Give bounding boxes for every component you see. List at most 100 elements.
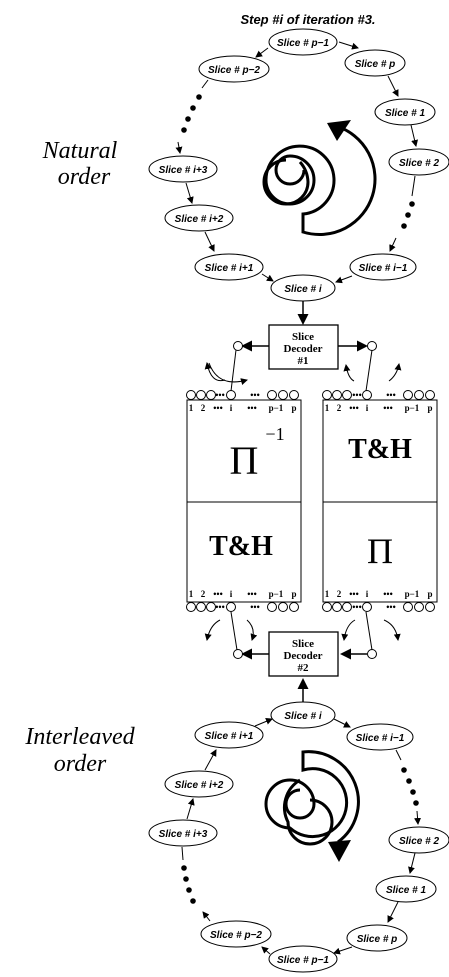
svg-text:i: i: [230, 589, 233, 599]
slice-label: Slice # i+2: [175, 780, 224, 791]
slice-node: [374, 98, 436, 126]
svg-text:p: p: [427, 589, 432, 599]
slice-node: [388, 148, 449, 176]
svg-text:•••: •••: [352, 602, 361, 612]
svg-text:p: p: [291, 403, 296, 413]
svg-text:•••: •••: [386, 602, 395, 612]
slice-node: [270, 701, 336, 729]
svg-text:2: 2: [337, 403, 342, 413]
slice-node: [346, 924, 408, 952]
slice-label: Slice # i: [284, 711, 321, 722]
svg-text:•••: •••: [215, 602, 224, 612]
svg-text:•••: •••: [213, 403, 222, 413]
interleaved-order-ring: Slice # i Slice # i−1 Slice # 2 Slice # …: [148, 701, 449, 973]
svg-text:1: 1: [325, 403, 330, 413]
right-permutation-block: ••• ••• ••• ••• 1 2 ••• i ••• p−1 p 1 2 …: [322, 390, 438, 612]
svg-text:p: p: [427, 403, 432, 413]
svg-text:1: 1: [189, 589, 194, 599]
svg-text:p−1: p−1: [269, 589, 284, 599]
slice-node: [164, 204, 234, 232]
slice-node: [388, 826, 449, 854]
natural-order-label-line1: Natural: [42, 138, 118, 164]
slice-label: Slice # p−2: [210, 930, 262, 941]
slice-node: [349, 253, 417, 281]
slice-label: Slice # 1: [386, 885, 426, 896]
svg-text:p−1: p−1: [269, 403, 284, 413]
natural-order-ring: Slice # p−1 Slice # p Slice # 1 Slice # …: [148, 28, 449, 302]
decoder-2-line1: Slice: [292, 638, 314, 650]
slice-node: [200, 920, 272, 948]
slice-label: Slice # p: [357, 934, 398, 945]
natural-order-label-line2: order: [58, 164, 111, 190]
slice-node: [344, 49, 406, 77]
slice-label: Slice # p−1: [277, 38, 329, 49]
slice-decoder-2: [268, 631, 339, 677]
slice-label: Slice # 2: [399, 836, 439, 847]
svg-text:•••: •••: [215, 390, 224, 400]
slice-node: [198, 55, 270, 83]
slice-label: Slice # i−1: [359, 263, 408, 274]
decoder-1-line3: #1: [298, 355, 309, 367]
svg-text:•••: •••: [349, 403, 358, 413]
slice-node: [148, 155, 218, 183]
slice-node: [268, 945, 338, 973]
slice-label: Slice # 2: [399, 158, 439, 169]
interleaved-order-label-line2: order: [54, 751, 107, 777]
svg-text:i: i: [230, 403, 233, 413]
left-th-label: T&H: [209, 531, 273, 562]
svg-text:p−1: p−1: [405, 403, 420, 413]
slice-node: [375, 875, 437, 903]
slice-node: [346, 723, 414, 751]
svg-text:•••: •••: [247, 403, 256, 413]
slice-label: Slice # p−1: [277, 955, 329, 966]
slice-node: [164, 770, 234, 798]
left-permutation-block: ••• ••• ••• ••• 1 2 ••• i ••• p−1 p 1 2 …: [186, 390, 302, 612]
svg-text:•••: •••: [352, 390, 361, 400]
svg-text:•••: •••: [383, 589, 392, 599]
inverse-permutation-symbol: Π: [230, 438, 259, 483]
slice-label: Slice # p: [355, 59, 396, 70]
slice-label: Slice # i+1: [205, 263, 254, 274]
svg-text:1: 1: [189, 403, 194, 413]
decoder-2-line3: #2: [298, 662, 310, 674]
slice-label: Slice # i+2: [175, 214, 224, 225]
slice-node: [268, 28, 338, 56]
svg-text:2: 2: [337, 589, 342, 599]
counterclockwise-spiral-icon: [264, 750, 360, 862]
svg-text:p: p: [291, 589, 296, 599]
slice-label: Slice # i: [284, 284, 321, 295]
svg-text:i: i: [366, 403, 369, 413]
svg-text:1: 1: [325, 589, 330, 599]
diagram-title: Step #i of iteration #3.: [240, 12, 375, 27]
right-th-label: T&H: [348, 434, 412, 465]
decoder-1-line1: Slice: [292, 331, 314, 343]
svg-text:•••: •••: [247, 589, 256, 599]
slice-label: Slice # p−2: [208, 65, 260, 76]
svg-text:•••: •••: [213, 589, 222, 599]
permutation-symbol: Π: [367, 531, 393, 571]
slice-label: Slice # i+3: [159, 829, 208, 840]
slice-node: [148, 819, 218, 847]
svg-text:p−1: p−1: [405, 589, 420, 599]
svg-text:2: 2: [201, 589, 206, 599]
slice-node: [194, 253, 264, 281]
svg-text:•••: •••: [383, 403, 392, 413]
clockwise-spiral-icon: [262, 120, 377, 236]
svg-text:2: 2: [201, 403, 206, 413]
slice-label: Slice # 1: [385, 108, 425, 119]
svg-text:•••: •••: [250, 602, 259, 612]
slice-node: [194, 721, 264, 749]
inverse-superscript: −1: [265, 424, 284, 444]
slice-label: Slice # i+1: [205, 731, 254, 742]
interleaved-order-label-line1: Interleaved: [24, 724, 135, 750]
svg-text:•••: •••: [349, 589, 358, 599]
slice-label: Slice # i+3: [159, 165, 208, 176]
decoder-1-line2: Decoder: [283, 343, 322, 355]
svg-text:i: i: [366, 589, 369, 599]
svg-text:•••: •••: [386, 390, 395, 400]
decoder-2-line2: Decoder: [283, 650, 322, 662]
slice-label: Slice # i−1: [356, 733, 405, 744]
slice-decoder-1: [268, 324, 339, 370]
svg-text:•••: •••: [250, 390, 259, 400]
